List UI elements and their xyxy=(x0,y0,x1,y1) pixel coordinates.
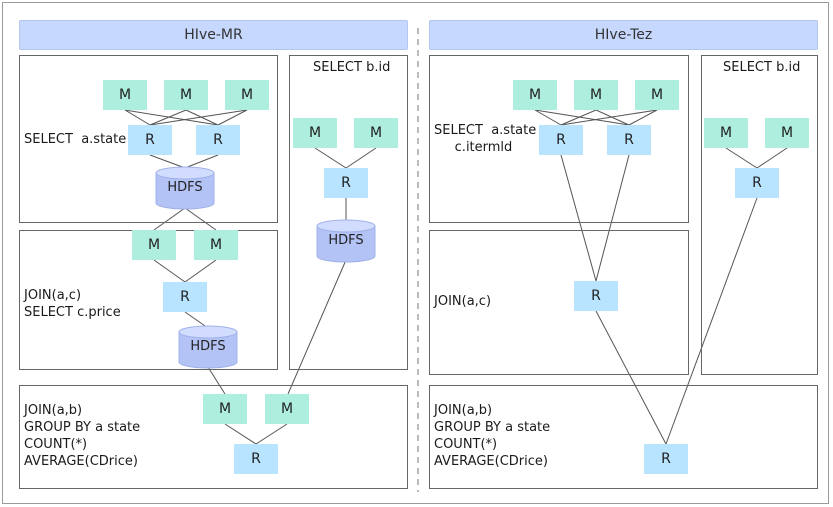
mr-reduce-node: R xyxy=(234,444,278,474)
mr-stage1-label: SELECT a.state xyxy=(24,132,127,147)
tez-map-node: M xyxy=(765,118,809,148)
mr-map-node: M xyxy=(225,80,269,110)
mr-map-node: M xyxy=(164,80,208,110)
mr-hdfs-2: HDFS xyxy=(178,325,238,369)
hdfs-label: HDFS xyxy=(167,180,203,195)
tez-map-node: M xyxy=(513,80,557,110)
mr-map-node: M xyxy=(103,80,147,110)
hive-tez-title: HIve-Tez xyxy=(429,20,818,50)
mr-side-box xyxy=(289,55,408,370)
hdfs-label: HDFS xyxy=(328,233,364,248)
mr-reduce-node: R xyxy=(196,125,240,155)
tez-stage1-label: SELECT a.state c.itermld xyxy=(434,123,537,155)
tez-reduce-node: R xyxy=(607,125,651,155)
database-icon xyxy=(155,166,215,210)
mr-stage3-label: JOIN(a,b) GROUP BY a state COUNT(*) AVER… xyxy=(24,403,141,469)
mr-reduce-node: R xyxy=(324,168,368,198)
tez-stage3-label: JOIN(a,b) GROUP BY a state COUNT(*) AVER… xyxy=(434,403,551,469)
mr-stage3-box xyxy=(19,385,408,489)
tez-map-node: M xyxy=(574,80,618,110)
tez-side-label: SELECT b.id xyxy=(723,60,801,75)
tez-stage2-box xyxy=(429,230,689,375)
mr-stage1-box xyxy=(19,55,278,223)
tez-reduce-node: R xyxy=(574,281,618,311)
mr-reduce-node: R xyxy=(163,282,207,312)
hdfs-label: HDFS xyxy=(190,339,226,354)
tez-side-box xyxy=(701,55,818,375)
database-icon xyxy=(316,219,376,263)
tez-map-node: M xyxy=(704,118,748,148)
tez-stage3-box xyxy=(429,385,818,489)
database-icon xyxy=(178,325,238,369)
mr-map-node: M xyxy=(194,230,238,260)
mr-reduce-node: R xyxy=(128,125,172,155)
tez-reduce-node: R xyxy=(539,125,583,155)
mr-side-label: SELECT b.id xyxy=(313,60,391,75)
mr-map-node: M xyxy=(293,118,337,148)
mr-stage2-label: JOIN(a,c) SELECT c.price xyxy=(24,288,121,320)
mr-map-node: M xyxy=(132,230,176,260)
mr-map-node: M xyxy=(354,118,398,148)
mr-hdfs-1: HDFS xyxy=(155,166,215,210)
tez-stage1-box xyxy=(429,55,689,223)
tez-map-node: M xyxy=(635,80,679,110)
mr-map-node: M xyxy=(203,394,247,424)
mr-hdfs-3: HDFS xyxy=(316,219,376,263)
mr-map-node: M xyxy=(265,394,309,424)
tez-reduce-node: R xyxy=(644,444,688,474)
tez-stage2-label: JOIN(a,c) xyxy=(434,294,492,309)
tez-reduce-node: R xyxy=(735,168,779,198)
hive-mr-title: HIve-MR xyxy=(19,20,408,50)
